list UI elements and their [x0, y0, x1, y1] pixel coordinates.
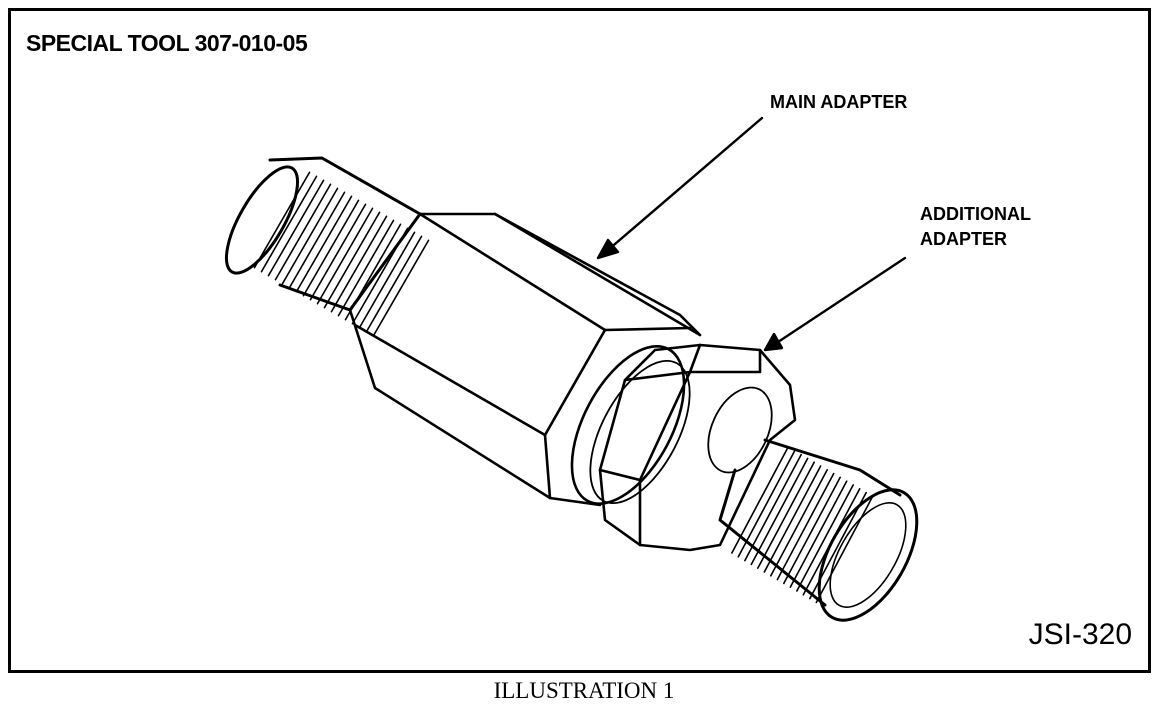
thread-line	[744, 453, 802, 562]
thread-line	[770, 469, 828, 577]
thread-line	[365, 235, 423, 333]
thread-line	[302, 199, 360, 297]
thread-line	[288, 191, 346, 289]
thread-line	[776, 472, 835, 581]
thread-line	[757, 461, 815, 569]
additional-adapter-label-line2: ADAPTER	[920, 229, 1008, 249]
right-threaded-stud	[718, 438, 919, 622]
thread-line	[267, 179, 325, 277]
thread-line	[809, 491, 867, 600]
thread-line	[731, 446, 789, 554]
illustration-frame	[8, 8, 1151, 673]
additional-adapter-label: ADDITIONAL ADAPTER	[920, 202, 1031, 252]
thread-line	[802, 488, 861, 596]
thread-line	[750, 457, 809, 566]
additional-adapter-label-line1: ADDITIONAL	[920, 204, 1031, 224]
additional-adapter-arrow	[763, 256, 907, 352]
thread-line	[737, 450, 796, 558]
thread-line	[260, 175, 318, 273]
left-threaded-stud	[224, 156, 430, 337]
thread-line	[295, 195, 353, 293]
figure-code: JSI-320	[1028, 618, 1132, 651]
illustration-caption: ILLUSTRATION 1	[493, 678, 675, 703]
additional-adapter-nut	[598, 343, 797, 552]
thread-line	[323, 211, 381, 309]
thread-line	[783, 476, 841, 585]
thread-line	[253, 171, 311, 269]
thread-line	[281, 187, 339, 285]
thread-line	[763, 465, 822, 573]
thread-line	[330, 215, 388, 313]
thread-line	[796, 484, 854, 592]
thread-line	[274, 183, 332, 281]
main-adapter-label: MAIN ADAPTER	[770, 92, 908, 112]
thread-line	[337, 219, 395, 317]
tool-title: SPECIAL TOOL 307-010-05	[26, 30, 308, 56]
adapter-collar	[570, 345, 691, 505]
thread-line	[316, 207, 374, 305]
thread-line	[372, 239, 430, 337]
thread-line	[358, 231, 416, 329]
main-adapter-hex	[348, 212, 702, 507]
main-adapter-arrow	[596, 116, 764, 260]
thread-line	[789, 480, 848, 588]
thread-line	[815, 495, 874, 604]
thread-line	[309, 203, 367, 301]
